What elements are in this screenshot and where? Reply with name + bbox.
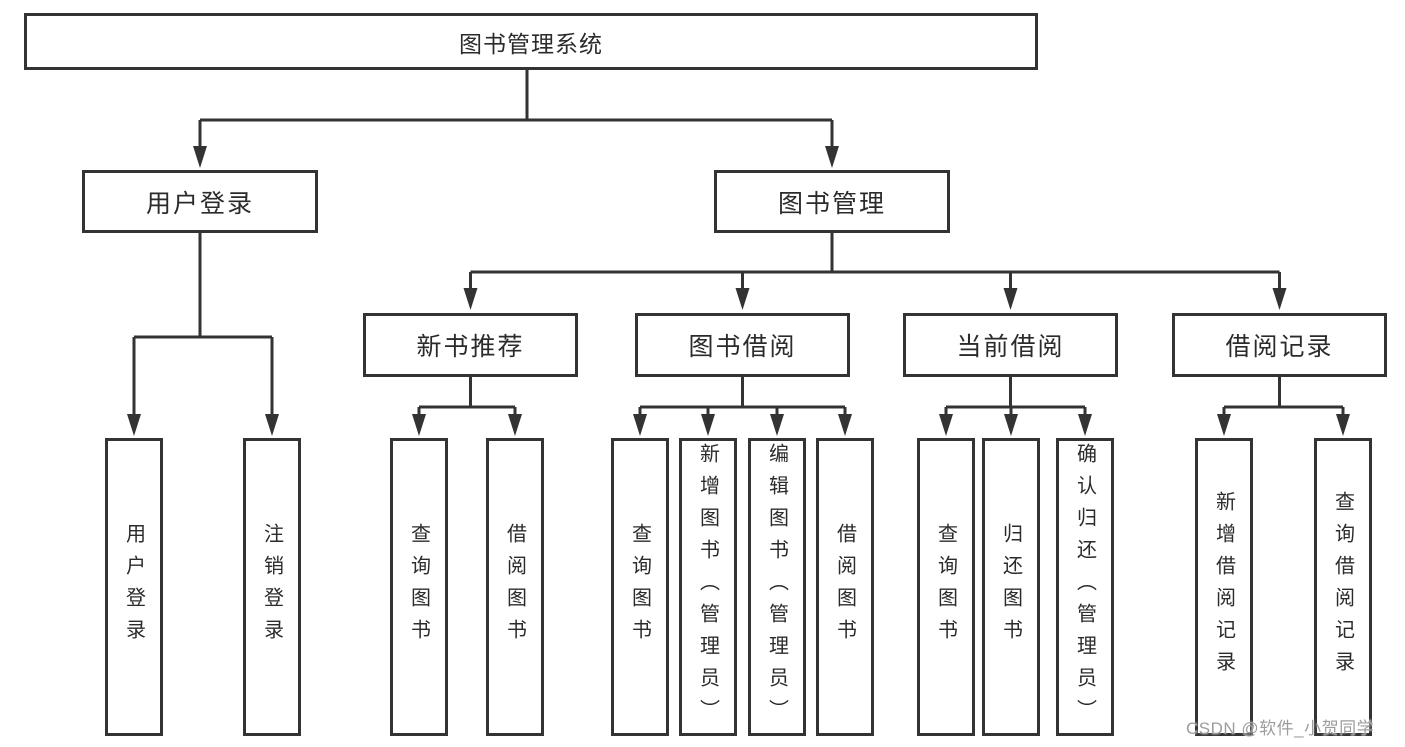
leaf-user-login: 用户登录 (105, 438, 163, 736)
leaf-borrow-books-borrowing-label: 借阅图书 (833, 523, 856, 651)
node-book-borrowing-label: 图书借阅 (688, 333, 797, 361)
node-borrowing-records-label: 借阅记录 (1225, 333, 1334, 361)
node-new-book-recommendation-label: 新书推荐 (416, 333, 525, 361)
arrowhead (412, 414, 426, 436)
leaf-query-borrow-record-label: 查询借阅记录 (1331, 491, 1354, 683)
node-current-borrowing-label: 当前借阅 (956, 333, 1065, 361)
node-user-login-label: 用户登录 (145, 189, 254, 218)
arrowhead (1272, 288, 1287, 310)
node-user-login: 用户登录 (82, 170, 318, 233)
leaf-return-books-label: 归还图书 (999, 523, 1022, 651)
node-book-borrowing: 图书借阅 (635, 313, 850, 377)
node-root-label: 图书管理系统 (459, 30, 603, 57)
leaf-user-login-label: 用户登录 (122, 523, 145, 651)
connector-book-management-children (469, 233, 1281, 290)
arrowhead (508, 414, 522, 436)
leaf-query-borrow-record: 查询借阅记录 (1314, 438, 1372, 736)
leaf-borrow-books-borrowing: 借阅图书 (816, 438, 874, 736)
node-book-management: 图书管理 (714, 170, 950, 233)
arrowhead (1336, 414, 1350, 436)
leaf-add-books-admin: 新增图书（管理员） (679, 438, 737, 736)
csdn-watermark: CSDN @软件_小贺同学 (1186, 719, 1375, 738)
leaf-query-books-current-label: 查询图书 (934, 523, 957, 651)
leaf-edit-books-admin-label: 编辑图书（管理员） (765, 443, 788, 731)
arrowhead (193, 146, 207, 168)
arrowhead (1217, 414, 1231, 436)
arrowhead (127, 414, 141, 436)
leaf-confirm-return-admin: 确认归还（管理员） (1056, 438, 1114, 736)
leaf-edit-books-admin: 编辑图书（管理员） (748, 438, 806, 736)
arrowhead (633, 414, 647, 436)
leaf-return-books: 归还图书 (982, 438, 1040, 736)
connector-new-book-recommendation-children (417, 377, 517, 416)
arrowhead (1004, 414, 1018, 436)
connector-book-borrowing-children (638, 377, 847, 416)
connector-current-borrowing-children (944, 377, 1087, 416)
arrowhead (463, 288, 478, 310)
leaf-query-books-recommend: 查询图书 (390, 438, 448, 736)
node-current-borrowing: 当前借阅 (903, 313, 1118, 377)
arrowhead (1078, 414, 1092, 436)
node-new-book-recommendation: 新书推荐 (363, 313, 578, 377)
leaf-query-books-borrowing: 查询图书 (611, 438, 669, 736)
leaf-add-books-admin-label: 新增图书（管理员） (696, 443, 719, 731)
node-root: 图书管理系统 (24, 13, 1038, 70)
arrowhead (265, 414, 279, 436)
arrowhead (939, 414, 953, 436)
leaf-confirm-return-admin-label: 确认归还（管理员） (1073, 443, 1096, 731)
connector-root-to-level2 (198, 70, 834, 148)
connector-borrowing-records-children (1222, 377, 1345, 416)
leaf-query-books-borrowing-label: 查询图书 (628, 523, 651, 651)
leaf-add-borrow-record: 新增借阅记录 (1195, 438, 1253, 736)
leaf-logout-login: 注销登录 (243, 438, 301, 736)
leaf-borrow-books-recommend-label: 借阅图书 (503, 523, 526, 651)
leaf-add-borrow-record-label: 新增借阅记录 (1212, 491, 1235, 683)
connector-user-login-children (132, 233, 274, 416)
arrowhead (1003, 288, 1018, 310)
arrowhead (701, 414, 715, 436)
node-borrowing-records: 借阅记录 (1172, 313, 1387, 377)
arrowhead (825, 146, 839, 168)
arrowhead (770, 414, 784, 436)
leaf-borrow-books-recommend: 借阅图书 (486, 438, 544, 736)
arrowhead (735, 288, 750, 310)
node-book-management-label: 图书管理 (777, 189, 886, 218)
leaf-query-books-recommend-label: 查询图书 (407, 523, 430, 651)
leaf-query-books-current: 查询图书 (917, 438, 975, 736)
arrowhead (838, 414, 852, 436)
leaf-logout-login-label: 注销登录 (260, 523, 283, 651)
